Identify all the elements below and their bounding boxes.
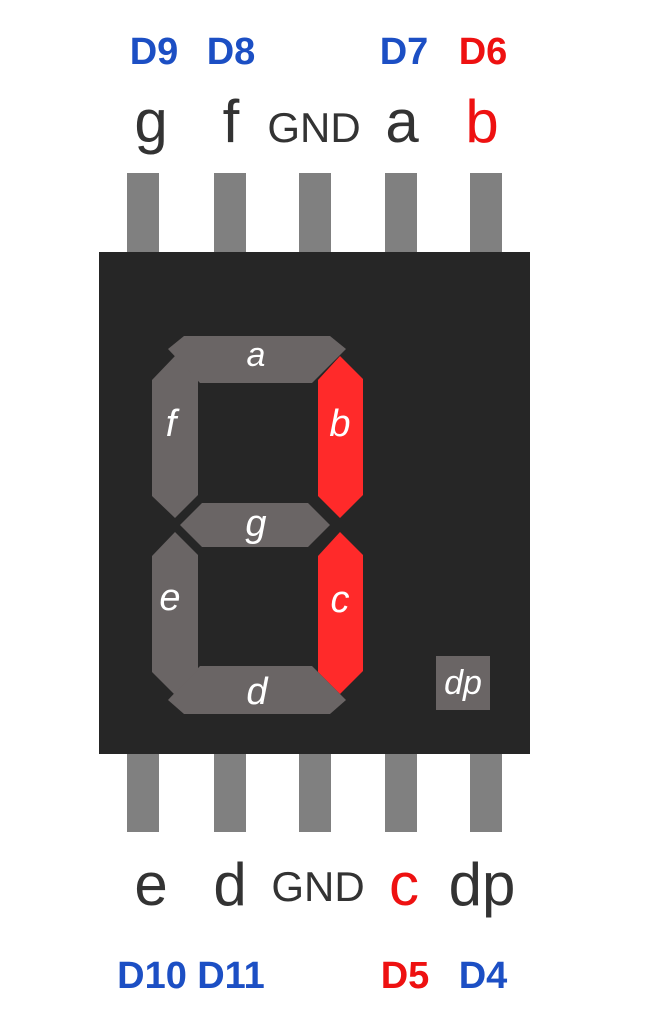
top-arduino-label-b: D6 <box>459 31 508 73</box>
bottom-pin-label-d: d <box>213 851 246 918</box>
top-pin-label-gnd: GND <box>267 104 360 151</box>
segment-label-f: f <box>166 403 180 445</box>
bottom-arduino-labels: D10 D11 D5 D4 <box>117 955 507 997</box>
bottom-pin-label-e: e <box>134 851 167 918</box>
top-pin-gnd <box>299 173 331 253</box>
segment-g <box>180 503 330 547</box>
bottom-pin-gnd <box>299 752 331 832</box>
bottom-pin-c <box>385 752 417 832</box>
bottom-pin-d <box>214 752 246 832</box>
bottom-pin-e <box>127 752 159 832</box>
bottom-pin-label-gnd: GND <box>271 863 364 910</box>
bottom-pin-label-dp: dp <box>449 851 516 918</box>
top-arduino-label-a: D7 <box>380 31 429 73</box>
segment-label-c: c <box>331 579 350 621</box>
bottom-arduino-label-c: D5 <box>381 955 430 997</box>
segment-label-b: b <box>329 403 350 445</box>
segment-d <box>168 666 346 714</box>
top-arduino-label-f: D8 <box>207 31 256 73</box>
segment-f <box>152 356 198 518</box>
top-pin-a <box>385 173 417 253</box>
bottom-arduino-label-e: D10 <box>117 955 187 997</box>
segment-label-g: g <box>245 503 266 545</box>
bottom-arduino-label-d: D11 <box>197 955 265 997</box>
top-pin-label-f: f <box>223 88 240 155</box>
segment-e <box>152 532 198 694</box>
top-pin-label-a: a <box>385 88 419 155</box>
segment-c <box>318 532 363 694</box>
top-pin-g <box>127 173 159 253</box>
top-pin-labels: g f GND a b <box>134 88 498 155</box>
bottom-pins <box>127 752 502 832</box>
top-pin-label-b: b <box>465 88 498 155</box>
segment-labels: a b c d e f g dp <box>159 336 481 713</box>
top-pin-label-g: g <box>134 88 167 155</box>
bottom-arduino-label-dp: D4 <box>459 955 508 997</box>
bottom-pin-label-c: c <box>389 851 419 918</box>
bottom-pin-dp <box>470 752 502 832</box>
segments <box>152 336 490 714</box>
top-pin-b <box>470 173 502 253</box>
segment-b <box>318 356 363 518</box>
segment-label-d: d <box>246 671 269 713</box>
segment-label-dp: dp <box>444 664 482 702</box>
top-arduino-label-g: D9 <box>130 31 179 73</box>
segment-label-e: e <box>159 577 180 619</box>
segment-a <box>168 336 346 383</box>
segment-dp <box>436 656 490 710</box>
top-pin-f <box>214 173 246 253</box>
bottom-pin-labels: e d GND c dp <box>134 851 515 918</box>
top-arduino-labels: D9 D8 D7 D6 <box>130 31 508 73</box>
top-pins <box>127 173 502 253</box>
segment-label-a: a <box>247 336 266 374</box>
